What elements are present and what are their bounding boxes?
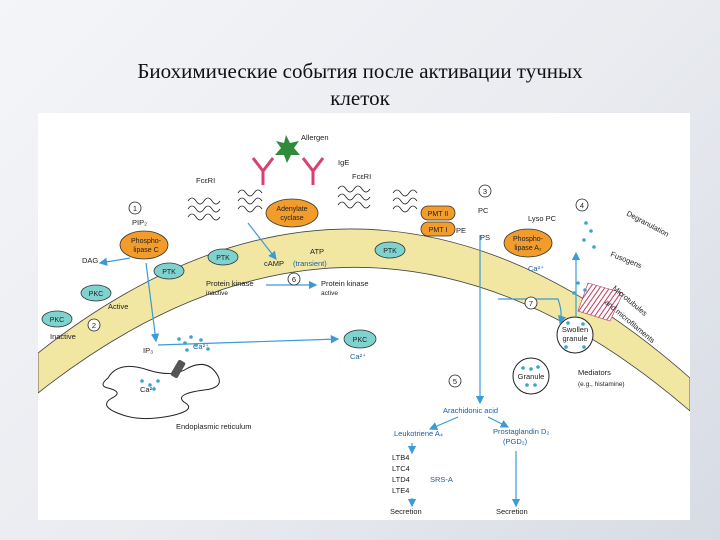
phospholipase-a2-label-2: lipase A₂: [514, 245, 542, 252]
ca2-label-er-out: Ca²⁺: [193, 342, 209, 351]
ige-receptor-left: [251, 157, 275, 185]
swollen-granule-label-1: Swollen: [562, 325, 588, 334]
pip2-label: PIP₂: [132, 218, 147, 227]
ige-label: IgE: [338, 158, 349, 167]
transient-label: (transient): [293, 259, 327, 268]
camp-label: cAMP: [264, 259, 284, 268]
swollen-granule: [556, 316, 594, 354]
slide-title-line2: клеток: [330, 86, 390, 110]
ptk-label-1: PTK: [162, 269, 176, 276]
mediators-label-2: (e.g., histamine): [578, 381, 625, 388]
protein-kinase-inactive-label-2: inactive: [206, 290, 228, 297]
step-1: 1: [133, 204, 137, 213]
ip3-receptor-channel: [170, 359, 186, 379]
pmt2-enzyme: [420, 205, 456, 221]
transmembrane-coils: [187, 185, 418, 221]
ptk-enzyme-1: [153, 262, 185, 280]
inactive-label: Inactive: [50, 332, 76, 341]
degranulation-label: Degranulation: [625, 209, 670, 239]
phospholipase-a2-enzyme: [503, 228, 553, 258]
ca2-label-er-in: Ca²⁺: [140, 385, 156, 394]
secretion-left-label: Secretion: [390, 507, 422, 516]
lyso-pc-label: Lyso PC: [528, 214, 557, 223]
slide-title-line1: Биохимические события после активации ту…: [137, 59, 583, 83]
step-markers: [87, 184, 589, 388]
arachidonic-acid-label: Arachidonic acid: [443, 406, 498, 415]
ca2-label-membrane: Ca²⁺: [528, 264, 544, 273]
atp-label: ATP: [310, 247, 324, 256]
pmt1-label: PMT I: [429, 227, 448, 234]
mast-cell-diagram: Allergen IgE FcεRI FcεRI Adenylate cycla…: [38, 113, 690, 520]
lte4-label: LTE4: [392, 486, 409, 495]
ltc4-label: LTC4: [392, 464, 410, 473]
step-3: 3: [483, 187, 487, 196]
er-label: Endoplasmic reticulum: [176, 422, 251, 431]
pkc-enzyme-active: [80, 284, 112, 302]
pmt1-enzyme: [420, 221, 456, 237]
leukotriene-label: Leukotriene A₄: [394, 429, 443, 438]
ptk-enzyme-3: [374, 241, 406, 259]
step-7: 7: [529, 299, 533, 308]
phospholipase-a2-label-1: Phospho-: [513, 236, 544, 243]
pkc-label-1: PKC: [89, 291, 103, 298]
adenylate-cyclase-enzyme: [265, 198, 319, 228]
ptk-label-2: PTK: [216, 255, 230, 262]
step-4: 4: [580, 201, 584, 210]
ige-receptor-right: [301, 157, 325, 185]
mediators-label-1: Mediators: [578, 368, 611, 377]
dag-label: DAG: [82, 256, 98, 265]
step-2: 2: [92, 321, 96, 330]
ltb4-label: LTB4: [392, 453, 409, 462]
fceri-right-label: FcεRI: [352, 172, 371, 181]
phospholipase-c-enzyme: [119, 230, 169, 260]
protein-kinase-active-label-2: active: [321, 290, 338, 297]
cell-membrane: [38, 228, 690, 412]
ptk-label-3: PTK: [383, 248, 397, 255]
diagram-canvas: Allergen IgE FcεRI FcεRI Adenylate cycla…: [38, 133, 690, 516]
pe-label: PE: [456, 226, 466, 235]
pkc-enzyme-cytosol: [343, 329, 377, 349]
protein-kinase-inactive-label-1: Protein kinase: [206, 279, 254, 288]
prostaglandin-label-1: Prostaglandin D₂: [493, 427, 549, 436]
allergen-label: Allergen: [301, 133, 329, 142]
pkc-label-3: PKC: [353, 337, 367, 344]
pathway-arrows: [98, 222, 581, 508]
pkc-enzyme-inactive: [41, 310, 73, 328]
swollen-granule-label-2: granule: [562, 334, 587, 343]
ps-label: PS: [480, 233, 490, 242]
ptk-enzyme-2: [207, 248, 239, 266]
adenylate-cyclase-label-1: Adenylate: [276, 206, 307, 213]
granule-label: Granule: [518, 372, 545, 381]
pc-label: PC: [478, 206, 489, 215]
fceri-left-label: FcεRI: [196, 176, 215, 185]
active-label: Active: [108, 302, 128, 311]
allergen-star: [275, 135, 300, 163]
step-6: 6: [292, 275, 296, 284]
phospholipase-c-label-2: lipase C: [133, 247, 158, 254]
secretion-right-label: Secretion: [496, 507, 528, 516]
ltd4-label: LTD4: [392, 475, 410, 484]
ca2-label-pkc: Ca²⁺: [350, 352, 366, 361]
pkc-label-2: PKC: [50, 317, 64, 324]
prostaglandin-label-2: (PGD₂): [503, 437, 528, 446]
phospholipase-c-label-1: Phospho-: [131, 238, 162, 245]
microtubules-band: [577, 282, 624, 322]
endoplasmic-reticulum: [102, 363, 220, 420]
step-5: 5: [453, 377, 457, 386]
pmt2-label: PMT II: [428, 211, 449, 218]
slide-title: Биохимические события после активации ту…: [40, 58, 680, 112]
ip3-label: IP₃: [143, 346, 153, 355]
fusogens-label: Fusogens: [609, 250, 643, 271]
adenylate-cyclase-label-2: cyclase: [280, 215, 303, 222]
protein-kinase-active-label-1: Protein kinase: [321, 279, 369, 288]
srs-a-label: SRS-A: [430, 475, 453, 484]
